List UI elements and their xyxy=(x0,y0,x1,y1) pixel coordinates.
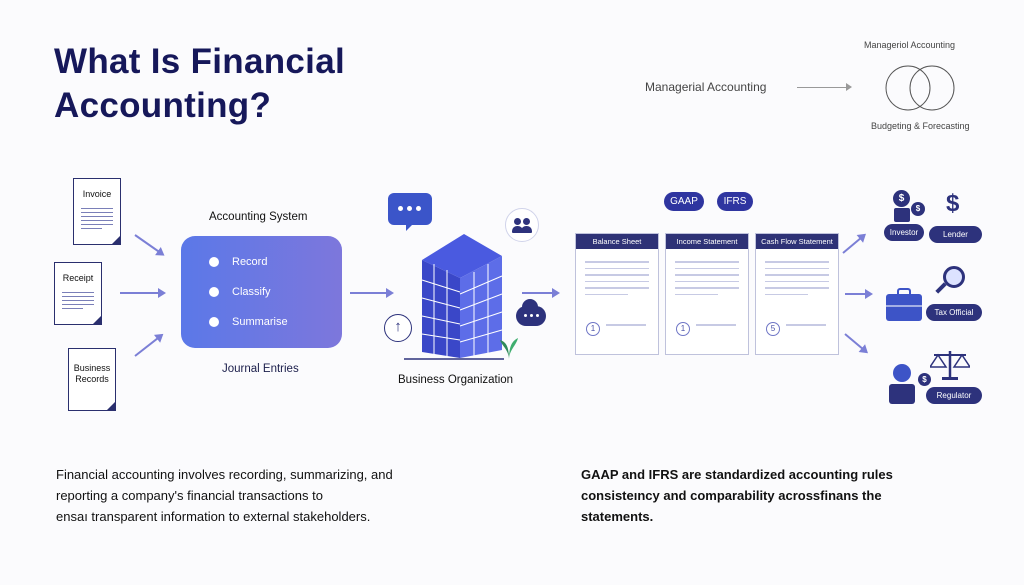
managerial-bottom-label: Budgeting & Forecasting xyxy=(871,121,970,131)
lender-tag: Lender xyxy=(929,226,982,243)
receipt-document: Receipt xyxy=(54,262,102,325)
cash-flow-statement-card: Cash Flow Statement 5 xyxy=(755,233,839,355)
cash-flow-statement-title: Cash Flow Statement xyxy=(756,234,838,249)
income-statement-card: Income Statement 1 xyxy=(665,233,749,355)
dollar-icon: $ xyxy=(911,202,925,216)
building-icon xyxy=(404,234,504,360)
regulator-tag: Regulator xyxy=(926,387,982,404)
arrow-org-to-statements xyxy=(522,288,560,298)
up-arrow-icon: ↑ xyxy=(384,314,412,342)
cloud-icon xyxy=(516,299,546,326)
managerial-top-label: Manageriol Accounting xyxy=(864,40,956,50)
business-organization-label: Business Organization xyxy=(398,374,514,386)
income-statement-title: Income Statement xyxy=(666,234,748,249)
arrow-to-regulator xyxy=(844,333,868,353)
income-statement-badge: 1 xyxy=(676,322,690,336)
left-line-2: reporting a company's financial transact… xyxy=(56,488,323,503)
business-records-document: Business Records xyxy=(68,348,116,411)
accounting-system-title: Accounting System xyxy=(209,211,308,223)
balance-sheet-title: Balance Sheet xyxy=(576,234,658,249)
balance-sheet-badge: 1 xyxy=(586,322,600,336)
users-icon xyxy=(505,208,539,242)
system-item-classify: Classify xyxy=(209,286,271,298)
gaap-badge: GAAP xyxy=(664,192,704,211)
briefcase-icon xyxy=(886,288,922,321)
dollar-icon: $ xyxy=(893,190,910,207)
system-item-summarise: Summarise xyxy=(209,316,288,328)
business-records-label: Business Records xyxy=(73,363,111,384)
right-line-1: GAAP and IFRS are standardized accountin… xyxy=(581,467,893,482)
chat-icon xyxy=(388,193,432,231)
page-title: What Is Financial Accounting? xyxy=(54,42,345,125)
right-line-2: consisteıncy and comparability acrossfin… xyxy=(581,488,882,503)
managerial-connector xyxy=(797,87,849,88)
arrow-to-tax-official xyxy=(845,289,873,299)
accounting-system-box: Record Classify Summarise xyxy=(181,236,342,348)
managerial-inline-label: Managerial Accounting xyxy=(645,80,767,94)
tax-official-tag: Tax Official xyxy=(926,304,982,321)
clock-icon xyxy=(893,364,911,382)
arrow-to-investors xyxy=(842,234,866,254)
left-description: Financial accounting involves recording,… xyxy=(56,464,506,527)
coin-stack-icon xyxy=(889,384,915,404)
balance-sheet-card: Balance Sheet 1 xyxy=(575,233,659,355)
receipt-label: Receipt xyxy=(62,273,94,283)
arrow-receipt-to-system xyxy=(120,288,166,298)
ifrs-badge: IFRS xyxy=(717,192,753,211)
chevron-right-icon xyxy=(846,83,852,91)
arrow-records-to-system xyxy=(134,334,163,357)
investor-tag: Investor xyxy=(884,224,924,241)
coin-stack-icon xyxy=(894,208,910,222)
cash-flow-badge: 5 xyxy=(766,322,780,336)
arrow-system-to-org xyxy=(350,288,394,298)
invoice-label: Invoice xyxy=(82,189,112,199)
right-description: GAAP and IFRS are standardized accountin… xyxy=(581,464,981,527)
dollar-icon: $ xyxy=(918,373,931,386)
dollar-icon: $ xyxy=(946,190,960,217)
right-line-3: statements. xyxy=(581,509,654,524)
system-item-record: Record xyxy=(209,256,267,268)
magnifier-icon xyxy=(943,266,965,288)
magnifier-handle xyxy=(935,282,947,294)
left-line-3: ensaı transparent information to externa… xyxy=(56,509,371,524)
journal-entries-caption: Journal Entries xyxy=(222,363,299,375)
scale-icon xyxy=(930,351,970,380)
left-line-1: Financial accounting involves recording,… xyxy=(56,467,393,482)
arrow-invoice-to-system xyxy=(134,234,164,256)
invoice-document: Invoice xyxy=(73,178,121,245)
plant-icon xyxy=(500,338,518,360)
venn-diagram-icon xyxy=(885,65,955,111)
